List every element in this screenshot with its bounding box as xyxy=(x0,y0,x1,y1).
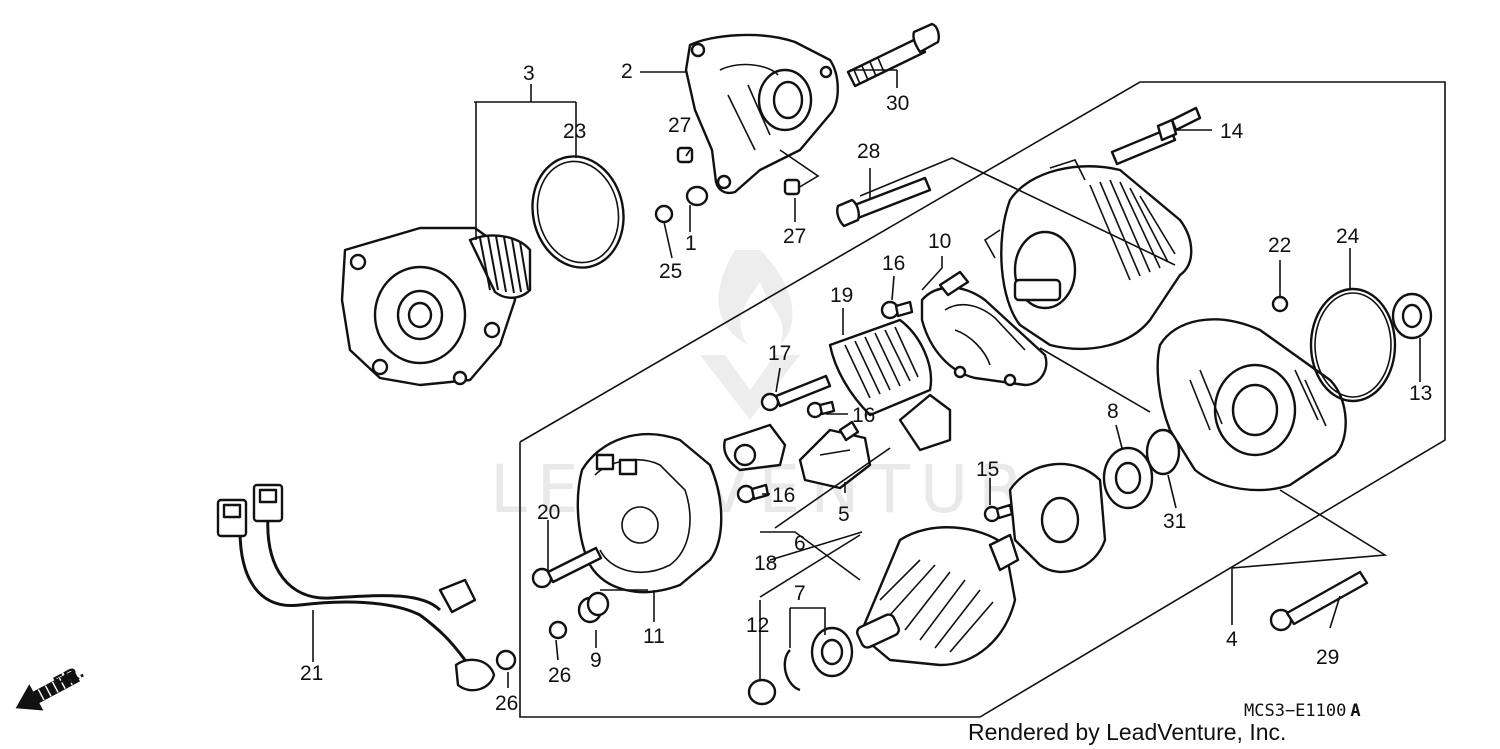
callout-14: 14 xyxy=(1220,120,1244,143)
screw-part-16-b xyxy=(806,400,836,419)
leader-lines xyxy=(312,69,1421,688)
cover-part-2 xyxy=(684,33,839,195)
clamp-part xyxy=(723,423,787,472)
bolt-part-29 xyxy=(1269,570,1369,632)
callout-21: 21 xyxy=(300,662,323,685)
callout-10: 10 xyxy=(928,230,951,253)
watermark-logo xyxy=(700,250,800,420)
callout-20: 20 xyxy=(537,501,560,524)
callout-9: 9 xyxy=(590,649,602,672)
seal-part-13 xyxy=(1391,292,1433,340)
o-ring-inner-24 xyxy=(1314,292,1392,398)
callout-17: 17 xyxy=(768,342,791,365)
callout-5: 5 xyxy=(838,503,850,526)
wire-harness-part-21 xyxy=(216,483,496,692)
nut-part-26-a xyxy=(548,620,568,640)
shield-plate xyxy=(1008,462,1107,574)
callout-30: 30 xyxy=(886,92,909,115)
drawing-code-main: MCS3−E1100 xyxy=(1244,701,1346,721)
callout-24: 24 xyxy=(1336,225,1360,248)
callout-29: 29 xyxy=(1316,646,1339,669)
callout-11: 11 xyxy=(643,625,665,648)
callout-16-a: 16 xyxy=(882,252,905,275)
screw-part-20 xyxy=(531,546,603,589)
callout-27-b: 27 xyxy=(783,225,806,248)
o-ring-part-24 xyxy=(1309,287,1397,403)
o-ring-part-23 xyxy=(531,155,625,269)
dowel-pin-part-27-b xyxy=(783,178,801,196)
bolt-part-28 xyxy=(836,176,932,228)
callout-23: 23 xyxy=(563,120,586,143)
callout-31: 31 xyxy=(1163,510,1186,533)
screw-part-16-c xyxy=(736,483,770,504)
credit-text: Rendered by LeadVenture, Inc. xyxy=(968,719,1286,745)
callout-27-a: 27 xyxy=(668,114,691,137)
seal-part-12 xyxy=(747,678,777,706)
rear-cover-part-11 xyxy=(576,432,723,594)
nut-part-22 xyxy=(1271,295,1289,313)
washer-part-31 xyxy=(1145,428,1181,476)
callout-28: 28 xyxy=(857,140,880,163)
callout-4: 4 xyxy=(1226,628,1238,651)
assembly-outline-4 xyxy=(519,81,1446,718)
callout-22: 22 xyxy=(1268,234,1291,257)
washer-part-25 xyxy=(654,204,674,224)
nut-part-26-b xyxy=(495,649,517,671)
collar-part-1 xyxy=(685,185,709,207)
o-ring-inner-23 xyxy=(536,160,620,264)
callout-26-a: 26 xyxy=(548,664,571,687)
screw-part-17 xyxy=(760,374,832,412)
callout-12: 12 xyxy=(746,614,769,637)
callout-labels: 3 23 2 30 27 27 1 25 28 14 16 10 19 17 1… xyxy=(300,60,1432,715)
front-housing xyxy=(1156,318,1347,492)
callout-13: 13 xyxy=(1409,382,1432,405)
callout-15: 15 xyxy=(976,458,999,481)
bearing-part-7 xyxy=(810,626,854,678)
callout-16-c: 16 xyxy=(772,484,795,507)
callout-8: 8 xyxy=(1107,400,1119,423)
callout-18: 18 xyxy=(754,552,777,575)
alternator-body xyxy=(983,159,1193,351)
circlip-part-7 xyxy=(783,649,801,692)
callout-6: 6 xyxy=(794,532,806,555)
screw-part-16-a xyxy=(880,300,914,320)
rotor-part-6 xyxy=(855,526,1020,667)
callout-19: 19 xyxy=(830,284,853,307)
callout-16-b: 16 xyxy=(852,404,875,427)
callout-25: 25 xyxy=(659,260,682,283)
callout-2: 2 xyxy=(621,60,633,83)
rectifier-part-10 xyxy=(920,270,1048,387)
front-direction-arrow xyxy=(15,669,80,711)
regulator-part-19 xyxy=(828,318,952,452)
callout-7: 7 xyxy=(794,582,806,605)
callout-1: 1 xyxy=(685,232,697,255)
bolt-part-14 xyxy=(1110,106,1202,166)
callout-3: 3 xyxy=(523,62,535,85)
grommet-part-9 xyxy=(577,591,610,624)
callout-26-b: 26 xyxy=(495,692,518,715)
starter-housing-part-3 xyxy=(340,226,532,387)
drawing-code-suffix: A xyxy=(1350,701,1360,721)
bolt-part-30 xyxy=(846,22,940,88)
bearing-part-8 xyxy=(1102,446,1154,510)
